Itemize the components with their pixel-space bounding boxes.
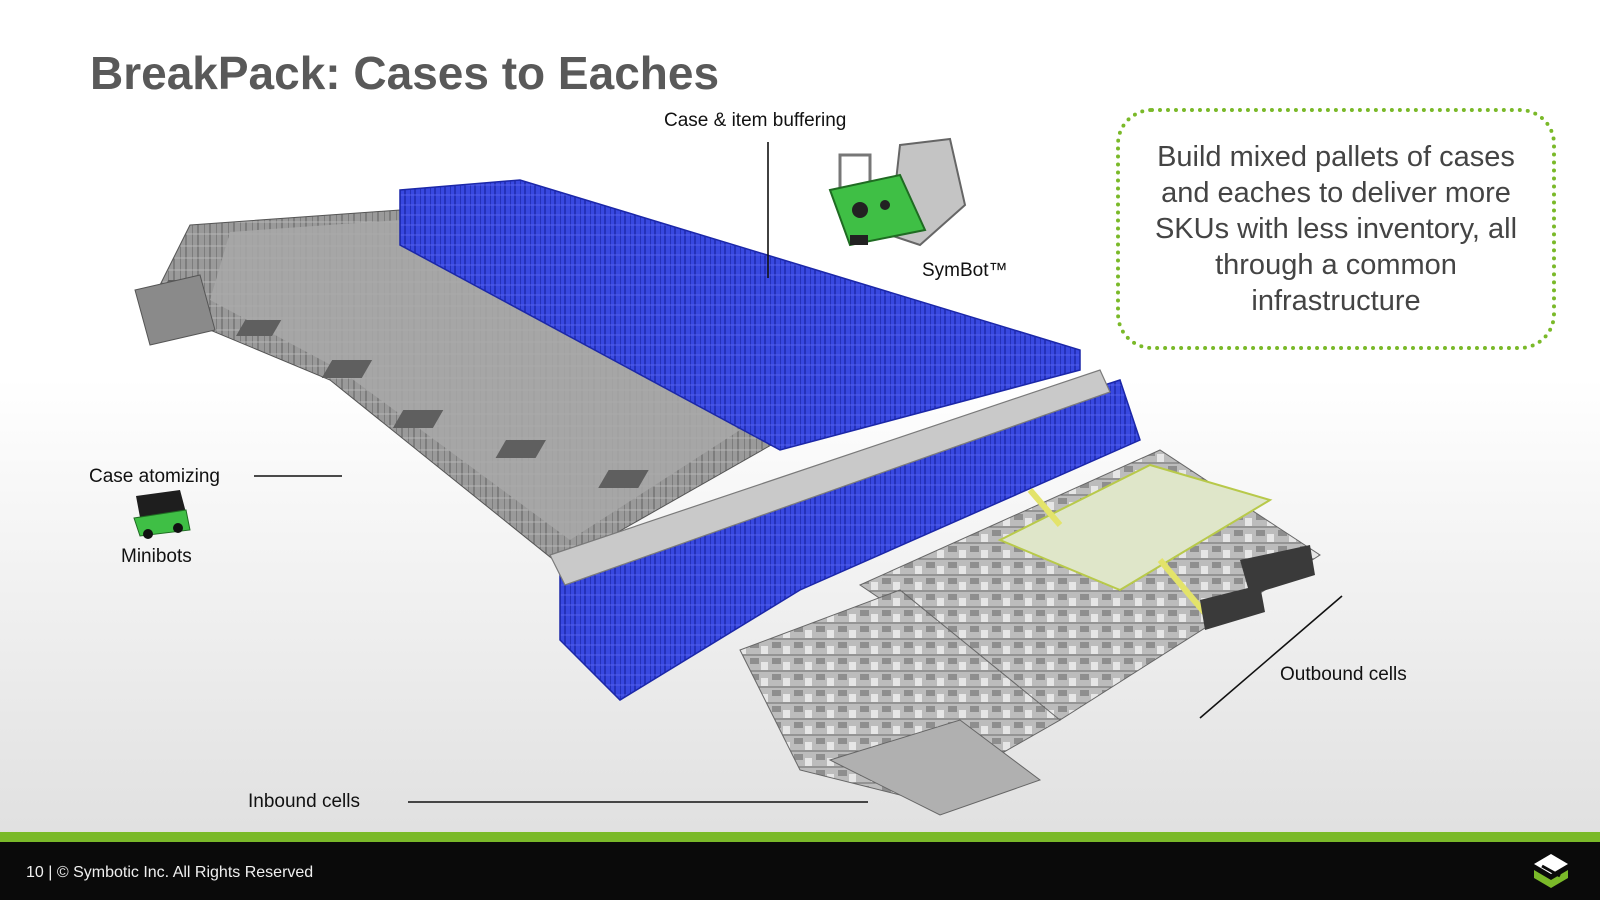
label-case-item-buffering: Case & item buffering: [664, 110, 847, 131]
blue-buffer-rack: [399, 179, 1141, 701]
slide-title: BreakPack: Cases to Eaches: [90, 47, 720, 99]
footer-green-stripe: [0, 832, 1600, 842]
gray-atomizing-structure: [134, 209, 781, 566]
inbound-cells-structure: [739, 589, 1061, 816]
callout-text: Build mixed pallets of cases and eaches …: [1154, 141, 1518, 317]
label-outbound-cells: Outbound cells: [1280, 664, 1407, 685]
footer-bar: 10 | © Symbotic Inc. All Rights Reserved: [0, 842, 1600, 900]
symbot-robot-icon: [828, 137, 967, 247]
label-minibots: Minibots: [121, 546, 192, 567]
copyright-text: © Symbotic Inc. All Rights Reserved: [56, 864, 314, 881]
label-symbot: SymBot™: [922, 260, 1008, 281]
leader-outbound: [1199, 595, 1343, 719]
footer-text: 10 | © Symbotic Inc. All Rights Reserved: [26, 864, 313, 882]
label-inbound-cells: Inbound cells: [248, 791, 360, 812]
label-case-atomizing: Case atomizing: [89, 466, 220, 487]
callout-box: Build mixed pallets of cases and eaches …: [1116, 108, 1556, 350]
page-number: 10: [26, 864, 44, 881]
gray-deck: [549, 369, 1111, 586]
minibot-robot-icon: [133, 490, 191, 539]
symbotic-logo-icon: [1534, 854, 1568, 888]
footer-separator: |: [48, 864, 57, 881]
